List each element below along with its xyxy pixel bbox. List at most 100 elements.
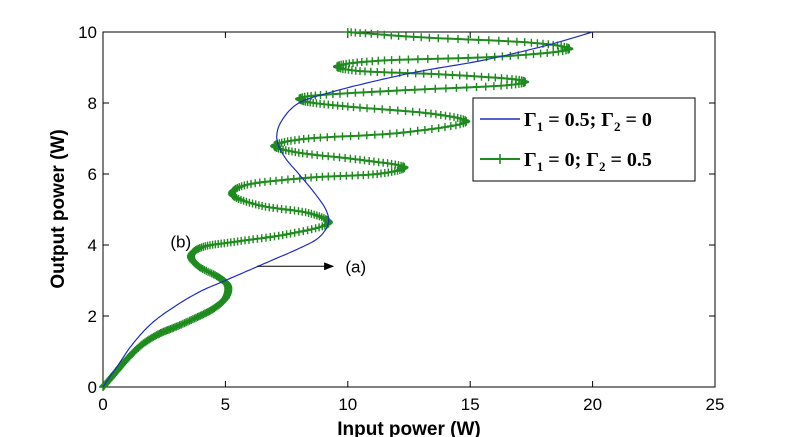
marker bbox=[434, 124, 443, 133]
marker bbox=[323, 133, 332, 142]
marker bbox=[299, 227, 308, 236]
marker bbox=[261, 202, 270, 211]
marker bbox=[454, 35, 462, 43]
plot-area bbox=[102, 31, 716, 388]
marker bbox=[202, 266, 211, 275]
marker bbox=[393, 106, 402, 115]
marker bbox=[451, 121, 460, 130]
marker bbox=[441, 70, 450, 79]
marker bbox=[446, 122, 455, 131]
marker bbox=[394, 31, 403, 40]
marker bbox=[520, 38, 529, 47]
marker bbox=[363, 104, 371, 113]
x-tick-label: 25 bbox=[706, 395, 725, 414]
legend-label: Γ1 = 0; Γ2 = 0.5 bbox=[524, 149, 652, 174]
marker bbox=[387, 56, 396, 65]
marker bbox=[484, 73, 493, 82]
marker bbox=[362, 131, 371, 140]
marker bbox=[455, 71, 464, 80]
marker bbox=[512, 37, 521, 46]
marker bbox=[295, 227, 303, 236]
marker bbox=[385, 129, 394, 138]
marker bbox=[376, 87, 385, 96]
marker bbox=[404, 55, 413, 64]
marker bbox=[464, 35, 473, 44]
marker bbox=[470, 72, 479, 81]
marker bbox=[474, 35, 483, 44]
marker bbox=[401, 86, 410, 95]
legend-box bbox=[472, 97, 696, 182]
marker bbox=[529, 50, 538, 59]
marker bbox=[367, 87, 376, 96]
legend: Γ1 = 0.5; Γ2 = 0 Γ1 = 0; Γ2 = 0.5 bbox=[472, 97, 696, 182]
marker bbox=[443, 34, 452, 43]
marker bbox=[303, 226, 312, 235]
marker bbox=[200, 265, 209, 274]
y-tick-label: 6 bbox=[88, 165, 97, 184]
series-1 bbox=[102, 31, 593, 388]
marker bbox=[359, 88, 368, 97]
marker bbox=[278, 231, 287, 240]
marker bbox=[378, 105, 387, 114]
annotations: (a) (b) bbox=[170, 232, 366, 276]
y-tick-label: 8 bbox=[88, 94, 97, 113]
marker bbox=[330, 132, 339, 141]
marker bbox=[307, 225, 316, 234]
marker bbox=[434, 70, 443, 79]
marker bbox=[444, 54, 453, 63]
marker bbox=[464, 53, 473, 62]
marker bbox=[370, 104, 379, 113]
marker bbox=[406, 127, 415, 136]
x-tick-label: 15 bbox=[461, 395, 480, 414]
marker bbox=[425, 33, 434, 42]
series-markers bbox=[99, 28, 574, 391]
legend-marker bbox=[496, 154, 504, 164]
marker bbox=[177, 320, 186, 329]
marker bbox=[494, 36, 503, 45]
marker bbox=[380, 30, 389, 39]
marker bbox=[387, 31, 396, 40]
series-2 bbox=[99, 28, 574, 391]
y-axis-label: Output power (W) bbox=[48, 129, 69, 288]
marker bbox=[441, 123, 449, 132]
marker bbox=[481, 82, 490, 91]
marker bbox=[413, 55, 422, 64]
marker bbox=[506, 51, 515, 60]
marker bbox=[472, 83, 481, 91]
y-tick-label: 2 bbox=[88, 307, 97, 326]
marker bbox=[445, 112, 454, 121]
marker bbox=[462, 83, 471, 92]
annotation-label: (b) bbox=[170, 232, 191, 251]
marker bbox=[489, 82, 498, 91]
marker bbox=[343, 89, 352, 98]
marker bbox=[454, 54, 463, 63]
marker bbox=[423, 55, 432, 63]
marker bbox=[207, 269, 216, 278]
marker bbox=[411, 69, 420, 78]
marker bbox=[354, 131, 363, 140]
marker bbox=[338, 132, 347, 141]
marker bbox=[211, 271, 220, 280]
marker bbox=[477, 72, 486, 81]
x-tick-label: 20 bbox=[583, 395, 602, 414]
y-tick-label: 10 bbox=[78, 23, 97, 42]
marker bbox=[243, 180, 252, 189]
marker bbox=[448, 71, 457, 79]
marker bbox=[380, 68, 389, 77]
annotation-label: (a) bbox=[345, 257, 366, 276]
marker bbox=[484, 36, 493, 45]
marker bbox=[410, 85, 419, 94]
marker bbox=[434, 34, 443, 43]
marker bbox=[392, 129, 401, 138]
x-tick-label: 5 bbox=[221, 395, 230, 414]
legend-entry-1: Γ1 = 0.5; Γ2 = 0 bbox=[480, 109, 652, 134]
marker bbox=[311, 224, 320, 233]
legend-entry-2: Γ1 = 0; Γ2 = 0.5 bbox=[480, 149, 652, 174]
marker bbox=[473, 53, 482, 62]
series-layer bbox=[99, 28, 593, 391]
marker bbox=[399, 128, 408, 137]
marker bbox=[392, 86, 401, 95]
marker bbox=[343, 28, 352, 36]
marker bbox=[431, 110, 440, 119]
